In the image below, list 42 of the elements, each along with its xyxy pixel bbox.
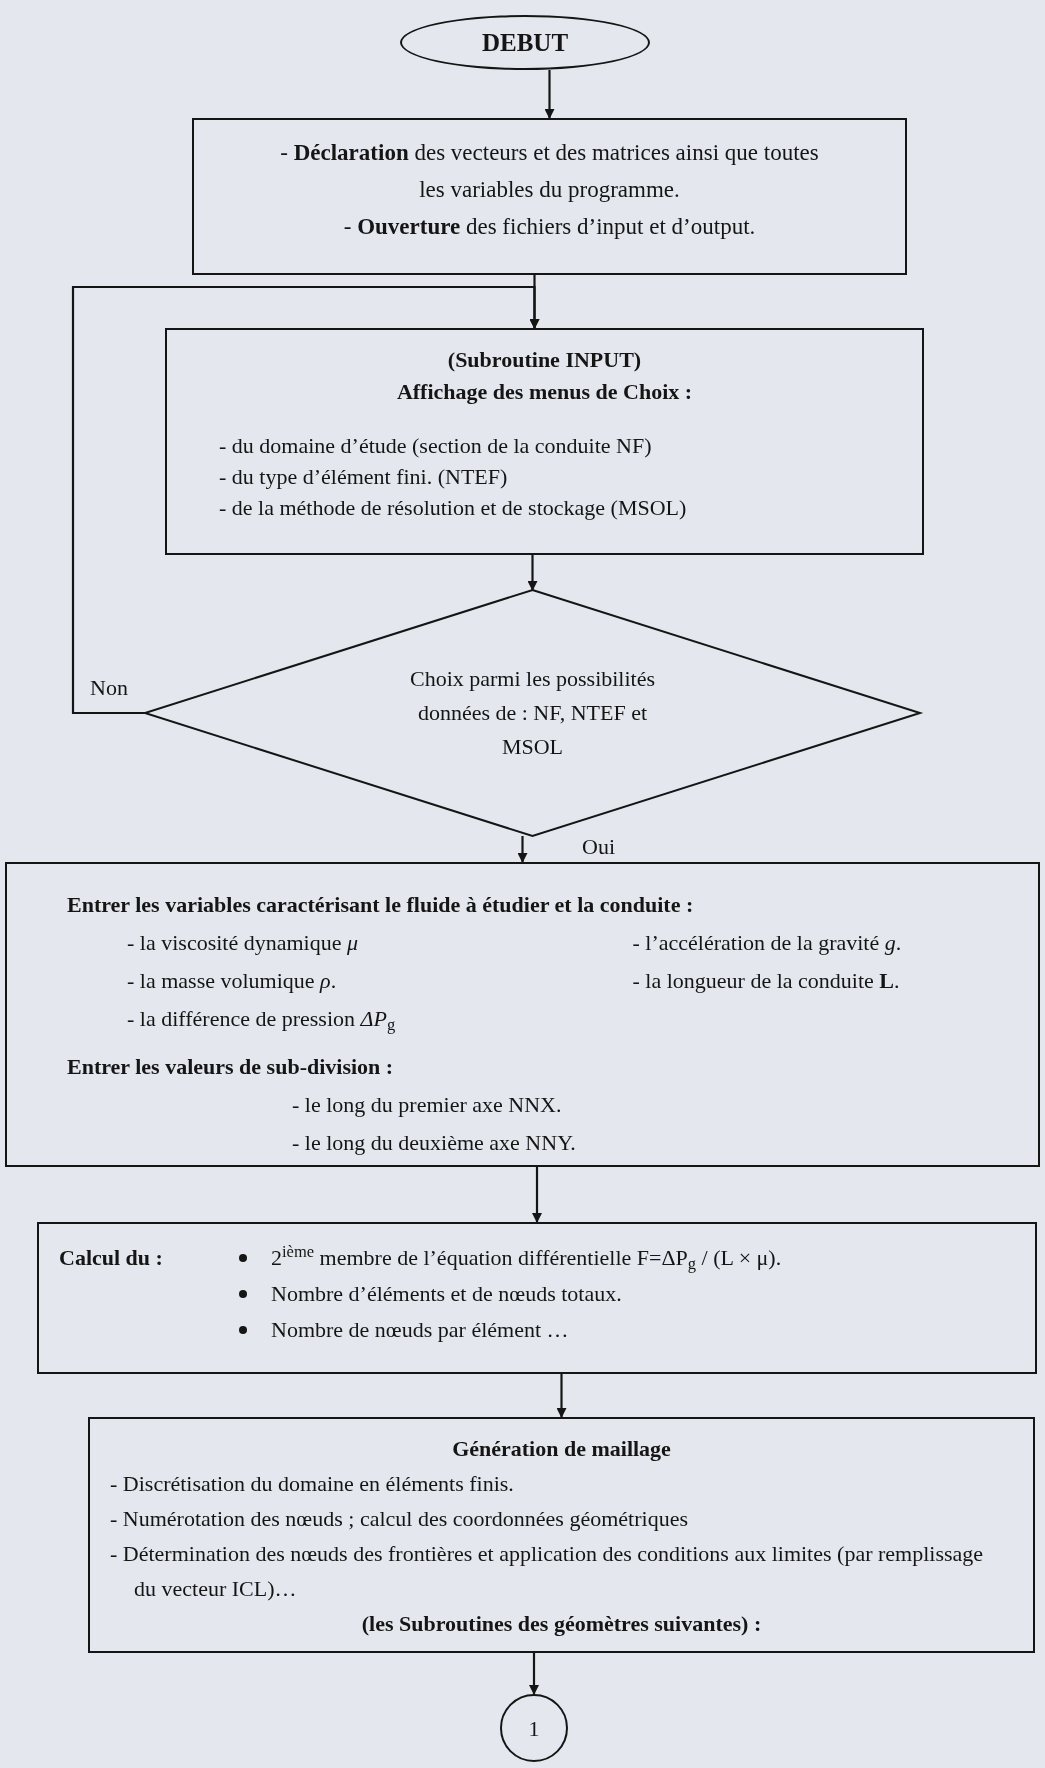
subdivision-item: - le long du premier axe NNX.	[292, 1091, 563, 1119]
box-heading: Affichage des menus de Choix :	[396, 378, 693, 406]
menu-item: - de la méthode de résolution et de stockage (MSOL)	[219, 494, 688, 522]
decision-text: Choix parmi les possibilités données de : NF, NTEF et MSOL	[408, 665, 657, 761]
menu-item: - du domaine d’étude (section de la conduite NF)	[219, 432, 653, 460]
arrow	[71, 285, 540, 715]
bullet-item: 2$^{ième}$ membre de l’équation différentielle F=ΔP$_{g}$ / (L × μ).	[271, 1240, 782, 1276]
box-heading: (Subroutine INPUT)	[447, 346, 642, 374]
box-heading: Calcul du :	[59, 1244, 164, 1272]
variable-item: - la longueur de la conduite L.	[632, 967, 901, 995]
box-heading: Entrer les valeurs de sub-division :	[67, 1053, 395, 1081]
process-box	[165, 328, 924, 555]
bullet-item: Nombre d’éléments et de nœuds totaux.	[271, 1280, 622, 1308]
process-box	[192, 118, 907, 275]
step-text: - Déclaration des vecteurs et des matrices ainsi que toutes les variables du programme.	[279, 139, 820, 204]
variable-item: - la masse volumique ρ.	[127, 967, 338, 995]
box-footer: (les Subroutines des géomètres suivantes) :	[361, 1606, 762, 1641]
step-text: - Ouverture des fichiers d’input et d’output.	[343, 213, 756, 241]
box-heading: Entrer les variables caractérisant le fluide à étudier et la conduite :	[67, 891, 695, 919]
terminal-label: 1	[528, 1714, 540, 1743]
variable-item: - la viscosité dynamique μ	[127, 929, 359, 957]
arrow	[544, 70, 555, 119]
arrow	[556, 1374, 567, 1418]
subdivision-item: - le long du deuxième axe NNY.	[292, 1129, 577, 1157]
start-ellipse	[400, 15, 650, 70]
variable-item: - la différence de pression ΔP$_{g}$	[127, 1005, 397, 1037]
arrow	[527, 555, 538, 591]
variable-item: - l’accélération de la gravité g.	[632, 929, 903, 957]
process-box	[88, 1417, 1035, 1653]
process-box	[37, 1222, 1037, 1374]
step-item: - Discrétisation du domaine en éléments finis.	[110, 1470, 515, 1498]
menu-item: - du type d’élément fini. (NTEF)	[219, 463, 509, 491]
process-box	[5, 862, 1040, 1167]
terminal-label: DEBUT	[481, 27, 569, 58]
bullet-item: Nombre de nœuds par élément …	[271, 1316, 569, 1344]
step-item: - Numérotation des nœuds ; calcul des coordonnées géométriques	[110, 1505, 689, 1533]
arrow	[529, 1653, 539, 1695]
box-heading: Génération de maillage	[452, 1435, 671, 1463]
arrow	[517, 836, 528, 863]
arrow	[532, 1167, 542, 1223]
connector-circle	[500, 1694, 568, 1762]
step-item: - Détermination des nœuds des frontières et application des conditions aux limites (par remplissage du vecteur ICL)…	[110, 1540, 985, 1603]
